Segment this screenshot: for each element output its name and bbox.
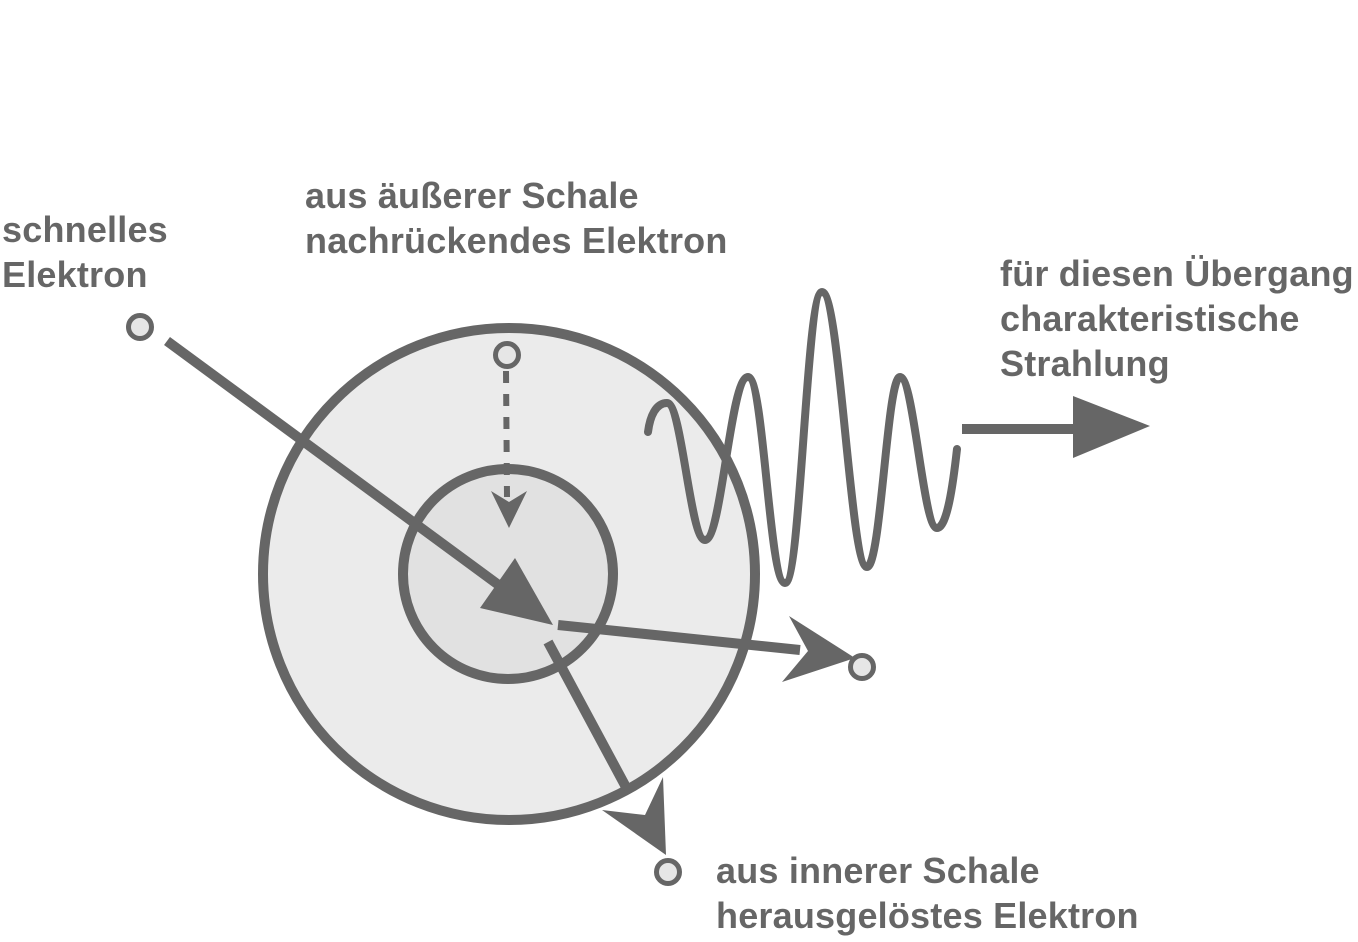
radiation-arrow-head-icon — [1073, 396, 1150, 458]
electron-transition-arrow-head-icon — [491, 491, 527, 528]
fast-electron-trajectory-line — [164, 336, 503, 591]
fast-electron-dot — [126, 313, 154, 341]
radiation-wave — [644, 287, 961, 588]
inner-shell-electron-label: aus innerer Schale herausgelöstes Elektr… — [716, 850, 1139, 936]
scattered-electron-dot — [848, 653, 876, 681]
scattered-electron-arrow-head-icon — [782, 616, 855, 682]
ejected-electron-arrow-head-icon — [602, 777, 666, 855]
ejected-electron-trajectory-line — [543, 639, 632, 792]
outer-shell-electron-dot — [493, 341, 521, 369]
outer-shell-electron-label: aus äußerer Schale nachrückendes Elektro… — [305, 175, 728, 261]
radiation-label: für diesen Übergang charakteristische St… — [1000, 253, 1354, 384]
ejected-electron-dot — [654, 858, 682, 886]
scattered-electron-trajectory-line — [557, 620, 801, 655]
fast-electron-arrow-head-icon — [480, 558, 553, 625]
fast-electron-label: schnelles Elektron — [2, 209, 168, 295]
